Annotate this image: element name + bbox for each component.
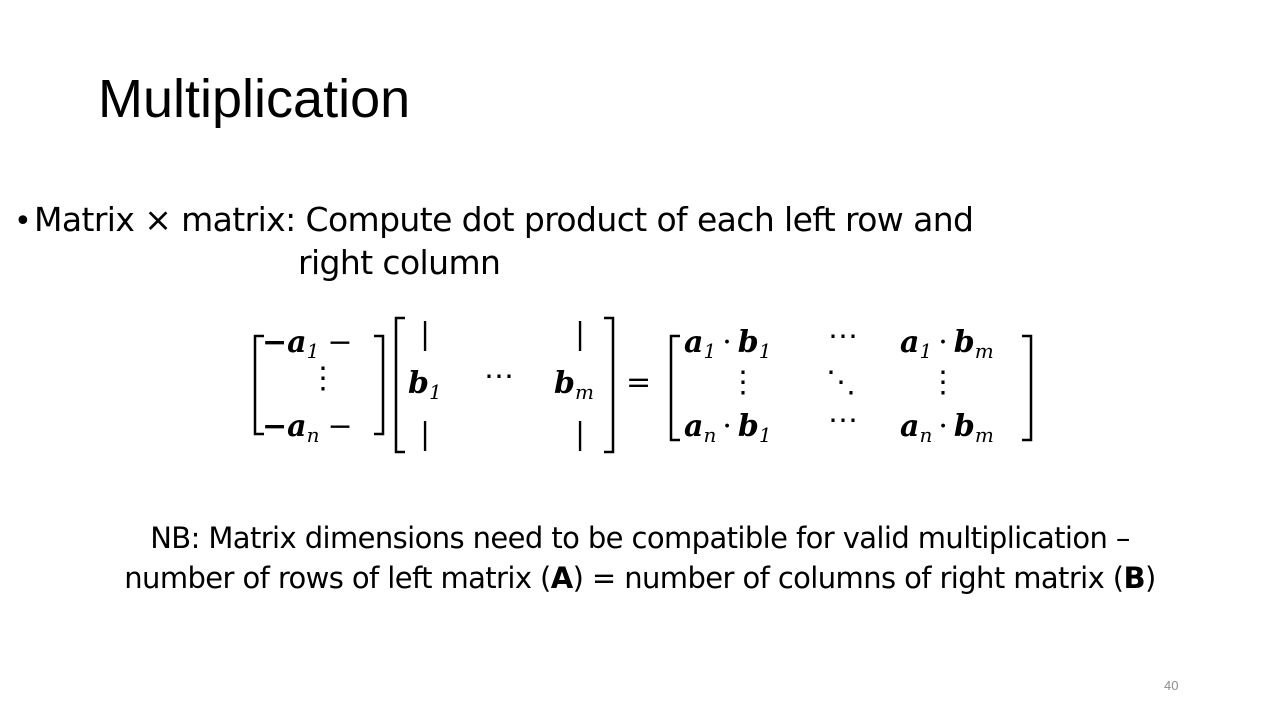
note-line-2: number of rows of left matrix (A) = numb…	[124, 561, 1156, 595]
result-matrix-close-bracket	[1022, 334, 1033, 442]
bullet-point: • Matrix × matrix: Compute dot product o…	[14, 200, 974, 282]
equals-sign: =	[626, 365, 651, 400]
result-row-n-col-1: an·b1	[684, 409, 772, 447]
right-col-1: b1	[408, 366, 442, 404]
note-line-1: NB: Matrix dimensions need to be compati…	[150, 521, 1130, 555]
result-row-2-ddots: ⋱	[826, 365, 856, 400]
left-row-vdots: ⋮	[308, 361, 338, 396]
matrix-b-label: B	[1123, 561, 1146, 595]
bullet-icon: •	[14, 204, 32, 239]
bullet-text-line-1: Matrix × matrix: Compute dot product of …	[34, 200, 974, 239]
bullet-line-1: • Matrix × matrix: Compute dot product o…	[14, 200, 974, 239]
right-matrix-open-bracket	[394, 316, 405, 454]
result-row-n-col-m: an·bm	[900, 409, 994, 447]
page-number: 40	[1164, 678, 1179, 693]
result-row-1-col-m: a1·bm	[900, 325, 994, 363]
right-matrix-close-bracket	[604, 316, 615, 454]
left-row-n: −an−	[262, 409, 353, 447]
bullet-text-line-2: right column	[298, 243, 501, 282]
result-row-2-vdots-left: ⋮	[728, 365, 758, 400]
left-matrix-open-bracket	[253, 334, 264, 436]
matrix-a-label: A	[550, 561, 573, 595]
right-col-m-top-bar: |	[575, 317, 585, 352]
result-matrix-open-bracket	[669, 334, 680, 442]
left-row-1: −a1−	[262, 325, 352, 363]
result-row-1-col-1: a1·b1	[684, 325, 771, 363]
right-col-1-bottom-bar: |	[420, 417, 430, 452]
right-col-m-bottom-bar: |	[575, 417, 585, 452]
result-row-2-vdots-right: ⋮	[928, 365, 958, 400]
compatibility-note: NB: Matrix dimensions need to be compati…	[0, 518, 1280, 598]
right-col-1-top-bar: |	[420, 317, 430, 352]
result-row-n-hdots: ⋯	[828, 403, 858, 438]
left-matrix-close-bracket	[374, 334, 385, 436]
right-col-m: bm	[554, 366, 594, 404]
right-hdots: ⋯	[484, 359, 514, 394]
result-row-1-hdots: ⋯	[828, 319, 858, 354]
slide-title: Multiplication	[98, 69, 411, 129]
